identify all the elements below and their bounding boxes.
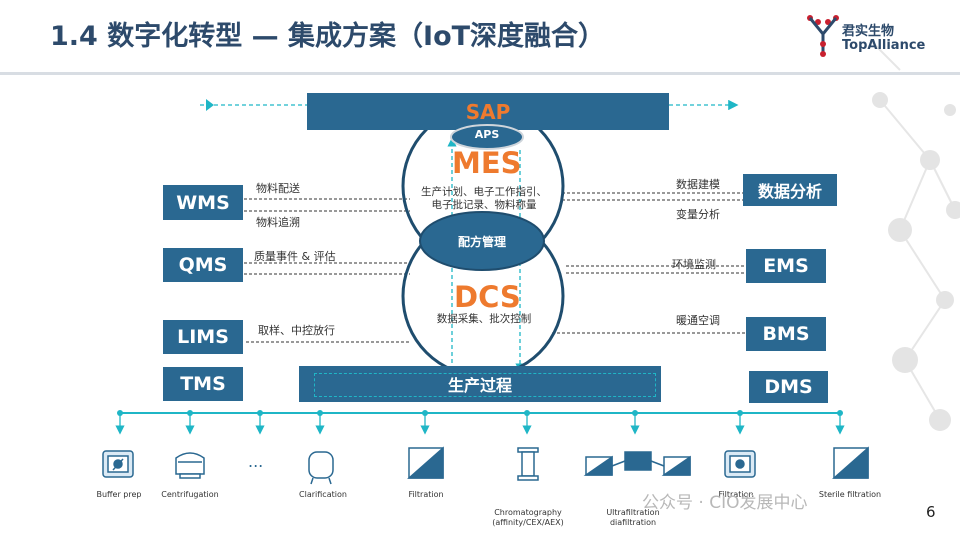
aps-ellipse xyxy=(450,124,524,150)
ultrafiltration-label-line-1: Ultrafiltration xyxy=(606,508,660,517)
production-process-label: 生产过程 xyxy=(447,376,512,395)
page-title: 1.4 数字化转型 — 集成方案（IoT深度融合） xyxy=(50,21,606,52)
header-divider xyxy=(0,72,960,75)
watermark-text: 公众号 · CIO发展中心 xyxy=(642,493,808,513)
lims-label: 取样、中控放行 xyxy=(258,324,335,337)
ems-box: EMS xyxy=(746,249,826,283)
chromatography-label-line-2: (affinity/CEX/AEX) xyxy=(492,518,564,527)
page-number: 6 xyxy=(926,503,936,521)
logo-icon xyxy=(807,15,839,57)
clarification-label: Clarification xyxy=(299,490,347,499)
dcs-label: DCS xyxy=(454,280,521,314)
data-analysis-box: 数据分析 xyxy=(743,174,837,206)
ultrafiltration-label-line-2: diafiltration xyxy=(609,518,657,527)
buffer-prep-label: Buffer prep xyxy=(96,490,142,499)
logo-text-cn: 君实生物 xyxy=(842,24,895,39)
sap-bar: SAP xyxy=(307,93,669,130)
dms-box: DMS xyxy=(749,371,828,403)
mes-label: MES xyxy=(452,146,522,180)
wms-label-delivery: 物料配送 xyxy=(256,182,300,195)
qms-label: 质量事件 & 评估 xyxy=(254,250,336,263)
logo-text-en: TopAlliance xyxy=(842,38,926,53)
wms-box: WMS xyxy=(163,185,243,220)
dcs-description: 数据采集、批次控制 xyxy=(436,313,532,325)
chromatography-label-line-1: Chromatography xyxy=(494,508,562,517)
equipment-ellipsis: ... xyxy=(248,452,264,471)
analysis-label-variables: 变量分析 xyxy=(676,208,720,221)
aps-label: APS xyxy=(474,128,500,141)
mes-desc-line-1: 生产计划、电子工作指引、 xyxy=(421,186,547,198)
filtration-label: Filtration xyxy=(408,490,444,499)
sap-label: SAP xyxy=(465,99,511,124)
mes-desc-line-2: 电子批记录、物料称量 xyxy=(431,199,537,211)
lims-box: LIMS xyxy=(163,320,243,354)
wms-label-trace: 物料追溯 xyxy=(256,216,300,229)
chromatography-label: Chromatography (affinity/CEX/AEX) xyxy=(478,508,578,528)
ems-label: 环境监测 xyxy=(672,258,716,271)
mes-description: 生产计划、电子工作指引、 电子批记录、物料称量 xyxy=(410,186,558,212)
ultrafiltration-label: Ultrafiltration diafiltration xyxy=(583,508,683,528)
qms-box: QMS xyxy=(163,248,243,282)
tms-box: TMS xyxy=(163,367,243,401)
bms-box: BMS xyxy=(746,317,826,351)
analysis-label-modeling: 数据建模 xyxy=(676,178,720,191)
sterile-filtration-label: Sterile filtration xyxy=(818,490,882,499)
production-process-frame xyxy=(314,373,656,397)
filtration2-label: Filtration xyxy=(718,490,754,499)
bms-label: 暖通空调 xyxy=(676,314,720,327)
centrifugation-label: Centrifugation xyxy=(161,490,219,499)
recipe-management-label: 配方管理 xyxy=(457,235,506,249)
